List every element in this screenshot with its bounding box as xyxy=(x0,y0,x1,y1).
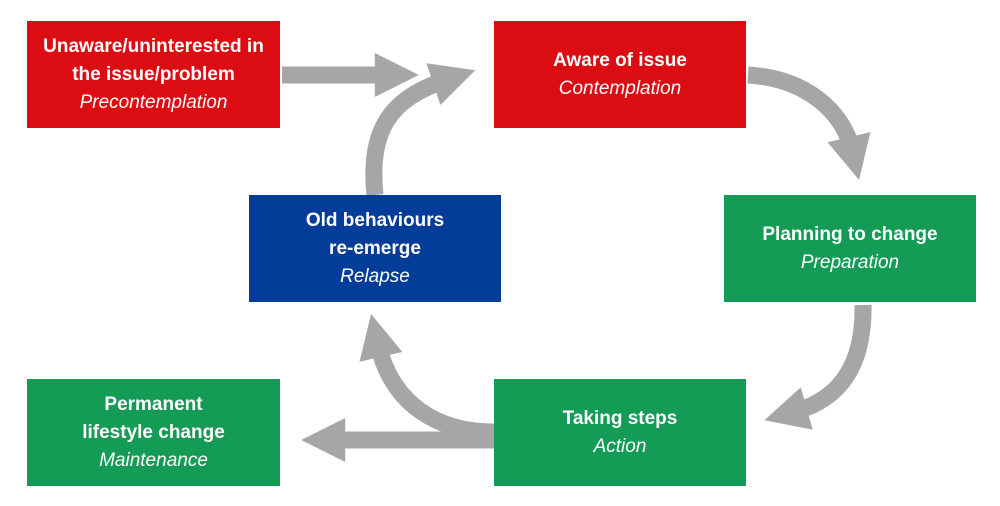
stage-precontemplation-title: Unaware/uninterested in the issue/proble… xyxy=(43,35,264,85)
stage-contemplation-subtitle: Contemplation xyxy=(558,77,682,99)
stage-relapse: Old behaviours re-emerge Relapse xyxy=(249,195,501,302)
arrow-relapse-to-contemplation xyxy=(365,63,476,196)
stage-maintenance: Permanent lifestyle change Maintenance xyxy=(27,379,280,486)
stage-precontemplation-subtitle: Precontemplation xyxy=(79,91,228,113)
stage-preparation: Planning to change Preparation xyxy=(724,195,976,302)
stage-action-subtitle: Action xyxy=(593,435,647,457)
stage-action-title: Taking steps xyxy=(562,407,678,429)
stage-maintenance-subtitle: Maintenance xyxy=(99,449,208,471)
stage-maintenance-title: Permanent lifestyle change xyxy=(82,393,225,443)
stage-action: Taking steps Action xyxy=(494,379,746,486)
arrow-contemplation-to-preparation xyxy=(747,66,871,180)
stage-relapse-subtitle: Relapse xyxy=(340,265,410,287)
stage-precontemplation: Unaware/uninterested in the issue/proble… xyxy=(27,21,280,128)
stage-preparation-subtitle: Preparation xyxy=(800,251,900,273)
stage-contemplation: Aware of issue Contemplation xyxy=(494,21,746,128)
stage-relapse-title: Old behaviours re-emerge xyxy=(305,209,445,259)
arrow-preparation-to-action xyxy=(764,304,872,430)
stage-preparation-title: Planning to change xyxy=(762,223,938,245)
stage-contemplation-title: Aware of issue xyxy=(553,49,687,71)
arrow-action-to-relapse xyxy=(359,313,495,441)
